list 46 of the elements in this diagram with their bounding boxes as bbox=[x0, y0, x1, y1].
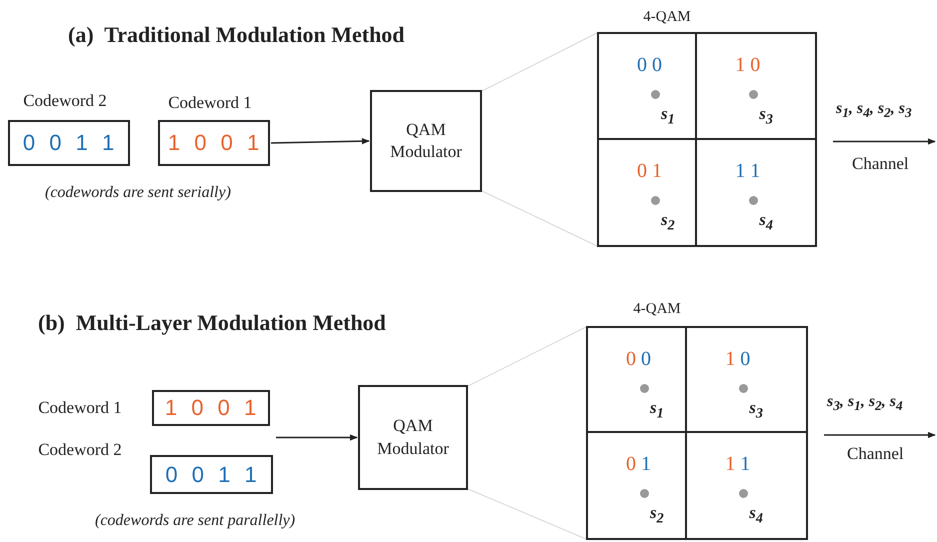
codeword-box: 0 0 1 1 bbox=[150, 455, 273, 494]
symbol-label: s$_{3}$ bbox=[759, 104, 773, 128]
bit-label: 0 1 bbox=[626, 453, 651, 476]
symbol-label: s$_{4}$ bbox=[759, 210, 773, 234]
symbol-label: s$_{4}$ bbox=[749, 503, 763, 528]
constellation-quadrant bbox=[588, 328, 688, 433]
bit-label: 0 0 bbox=[626, 348, 651, 371]
bit-label: 1 1 bbox=[735, 160, 760, 182]
zoom-line bbox=[468, 326, 586, 386]
arrow bbox=[833, 138, 936, 145]
bit-label: 0 1 bbox=[637, 160, 662, 182]
bit-label: 1 0 bbox=[725, 348, 750, 371]
codeword-box: 0 0 1 1 bbox=[8, 120, 130, 166]
codeword-label: Codeword 2 bbox=[22, 90, 108, 112]
arrow bbox=[276, 434, 358, 441]
section-title: (b) Multi-Layer Modulation Method bbox=[38, 310, 386, 336]
bit-label: 0 0 bbox=[637, 54, 662, 77]
constellation-quadrant bbox=[599, 34, 698, 140]
channel-label: Channel bbox=[852, 154, 909, 174]
zoom-line bbox=[482, 32, 598, 92]
zoom-line bbox=[468, 488, 586, 540]
codeword-box: 1 0 0 1 bbox=[152, 390, 270, 426]
symbol-label: s$_{2}$ bbox=[661, 210, 675, 234]
bit-label: 1 1 bbox=[725, 453, 750, 476]
arrow bbox=[270, 138, 370, 144]
codeword-box: 1 0 0 1 bbox=[158, 120, 270, 166]
symbol-label: s$_{3}$ bbox=[749, 398, 763, 422]
grid-title: 4-QAM bbox=[632, 300, 682, 318]
edge-label: s$_{1}$, s$_{4}$, s$_{2}$, s$_{3}$ bbox=[836, 100, 912, 121]
note-text: (codewords are sent parallelly) bbox=[95, 512, 296, 530]
arrow bbox=[824, 432, 936, 438]
edge-label: s$_{3}$, s$_{1}$, s$_{2}$, s$_{4}$ bbox=[827, 393, 903, 414]
codeword-label: Codeword 1 bbox=[167, 92, 253, 114]
note-text: (codewords are sent serially) bbox=[45, 184, 231, 202]
symbol-label: s$_{1}$ bbox=[661, 104, 675, 128]
symbol-label: s$_{1}$ bbox=[650, 398, 664, 422]
codeword-label: Codeword 2 bbox=[37, 439, 123, 461]
bit-label: 1 0 bbox=[735, 54, 760, 77]
modulator-box: QAM Modulator bbox=[370, 90, 482, 192]
codeword-label: Codeword 1 bbox=[37, 397, 123, 419]
zoom-line bbox=[482, 190, 598, 246]
channel-label: Channel bbox=[847, 444, 904, 464]
modulator-box: QAM Modulator bbox=[358, 385, 468, 490]
grid-title: 4-QAM bbox=[642, 8, 692, 26]
section-title: (a) Traditional Modulation Method bbox=[68, 22, 405, 48]
symbol-label: s$_{2}$ bbox=[650, 503, 664, 528]
